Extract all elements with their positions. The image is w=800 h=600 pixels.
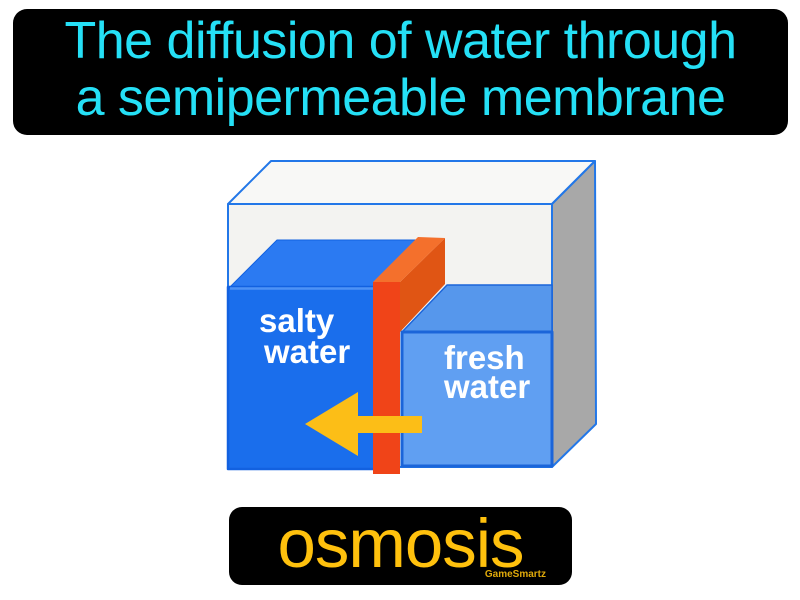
membrane-front-face xyxy=(373,282,400,474)
membrane-right-face xyxy=(400,238,445,332)
salty-water-label-line1: salty xyxy=(259,302,335,339)
definition-line-1: The diffusion of water through xyxy=(64,12,737,70)
definition-line-2: a semipermeable membrane xyxy=(75,69,726,127)
watermark-label: GameSmartz xyxy=(484,569,546,580)
salty-water-label-line2: water xyxy=(263,333,350,370)
membrane-top-face xyxy=(373,237,445,282)
term-banner: osmosis GameSmartz xyxy=(229,507,572,585)
term-label: osmosis xyxy=(277,505,524,582)
fresh-water-label-line2: water xyxy=(443,368,530,405)
flow-arrow-icon xyxy=(305,392,422,456)
tank-top-face xyxy=(227,160,596,205)
fresh-water-body xyxy=(400,330,554,468)
tank-right-face xyxy=(551,160,597,468)
fresh-water-label-line1: fresh xyxy=(444,339,525,376)
definition-banner: The diffusion of water through a semiper… xyxy=(13,9,788,135)
